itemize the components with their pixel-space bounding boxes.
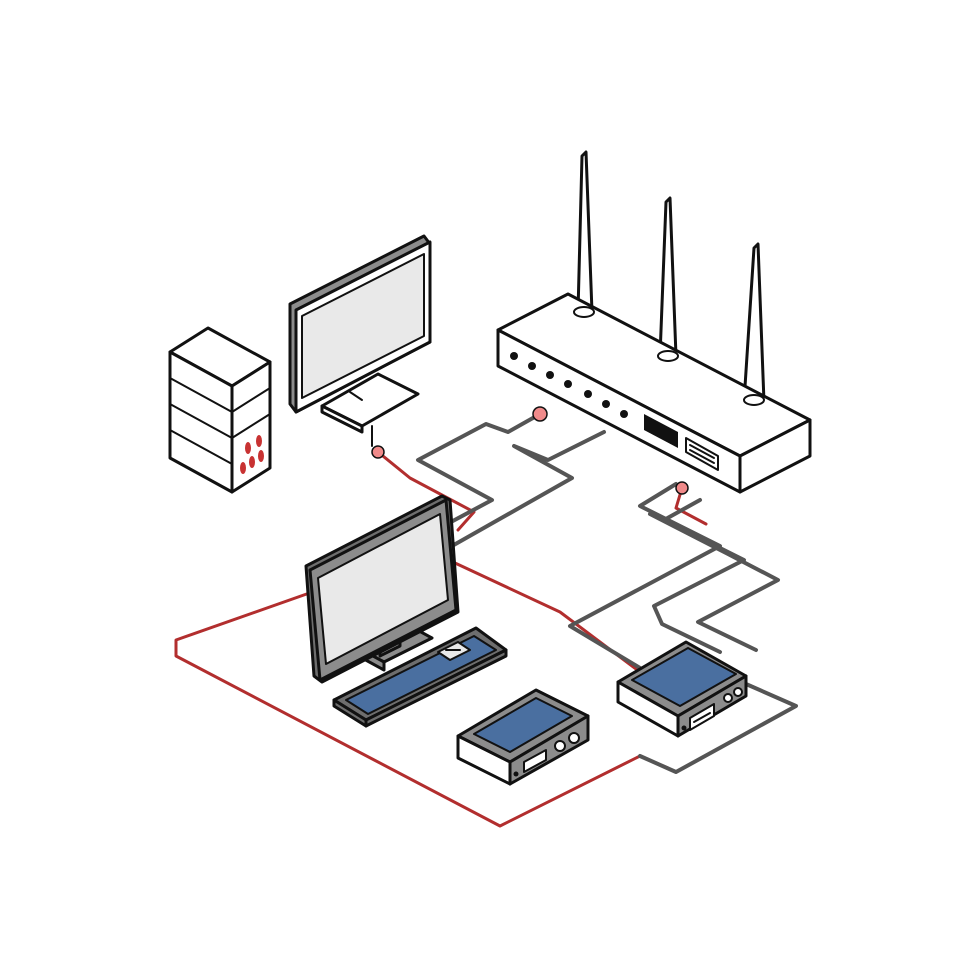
cable-gray-router-1	[416, 412, 542, 532]
keyboard-icon	[332, 626, 508, 728]
receiver-right-controls	[681, 687, 743, 731]
cable-gray-right-3	[648, 512, 780, 652]
keyboard-badge	[437, 641, 471, 661]
wifi-router-icon	[496, 150, 812, 494]
monitor-icon	[288, 234, 432, 447]
router-leds	[510, 352, 628, 418]
cable-gray-right-2	[652, 498, 746, 654]
server-tower-icon	[168, 326, 272, 494]
cable-gray-to-lower	[638, 682, 798, 774]
media-receiver-icon	[456, 688, 590, 786]
cables	[174, 406, 798, 828]
connector-router-right	[675, 481, 689, 495]
router-antennas	[576, 150, 766, 404]
media-receiver-icon-right	[616, 640, 748, 738]
cable-red-router	[674, 486, 708, 526]
connector-router-left	[532, 406, 548, 422]
cable-gray-router-2	[450, 430, 606, 548]
desktop-computer-icon	[304, 494, 460, 684]
server-status-lights	[240, 435, 264, 474]
router-display	[644, 414, 678, 448]
router-vent	[685, 437, 719, 471]
receiver-controls	[513, 732, 580, 777]
connector-monitor	[371, 445, 385, 459]
